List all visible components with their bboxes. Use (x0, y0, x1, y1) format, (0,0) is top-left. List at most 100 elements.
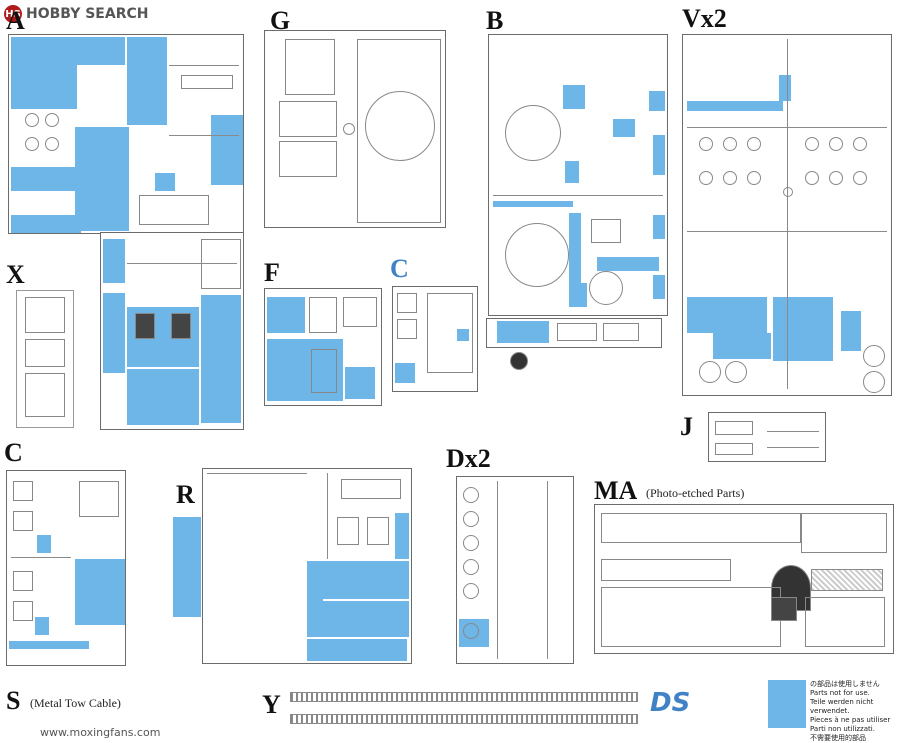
sprue-ma (594, 504, 894, 654)
road-wheel (829, 171, 843, 185)
legend-text: の部品は使用しません Parts not for use. Teile werd… (810, 680, 900, 743)
sprue-label-y: Y (262, 690, 281, 719)
part (343, 297, 377, 327)
sprue-gate (783, 187, 793, 197)
unused-part (211, 115, 243, 185)
unused-part (713, 333, 771, 359)
sprocket (699, 361, 721, 383)
runner (169, 65, 239, 66)
etched-strip (801, 513, 887, 553)
mesh-screen (811, 569, 883, 591)
legend-line: Pieces à ne pas utiliser (810, 716, 891, 724)
runner (327, 473, 328, 559)
sprue-c-small (392, 286, 478, 392)
legend-line: Parti non utilizzati. (810, 725, 875, 733)
idler-wheel (463, 487, 479, 503)
dark-part (135, 313, 155, 339)
sprue-f (264, 288, 382, 406)
round-part (45, 113, 59, 127)
sprue-r (173, 468, 412, 664)
sprue-c (6, 470, 126, 666)
part (279, 141, 337, 177)
unused-part (173, 517, 201, 617)
hobby-search-logo[interactable]: HS HOBBY SEARCH (4, 3, 148, 25)
unused-part (11, 37, 77, 109)
sprocket (863, 345, 885, 367)
sprue-x (16, 290, 74, 428)
round-part (25, 113, 39, 127)
sprue-a-lower (100, 232, 244, 430)
unused-part (9, 641, 89, 649)
unused-part (37, 535, 51, 553)
sprue-label-j: J (680, 412, 693, 441)
unused-part (565, 161, 579, 183)
runner (493, 195, 663, 196)
sprue-gate (343, 123, 355, 135)
part (715, 421, 753, 435)
road-wheel (747, 171, 761, 185)
unused-part (267, 297, 305, 333)
unused-part (653, 135, 665, 175)
unused-part (395, 363, 415, 383)
part (591, 219, 621, 243)
unused-part (395, 513, 409, 559)
sprue-ma-subtitle: (Photo-etched Parts) (646, 486, 745, 500)
idler-wheel (463, 511, 479, 527)
unused-part (75, 37, 125, 65)
etched-strip (601, 513, 801, 543)
sprue-label-ma: MA (594, 476, 638, 505)
part (13, 511, 33, 531)
unused-part (687, 101, 783, 111)
unused-part (841, 311, 861, 351)
unused-part (597, 257, 659, 271)
part-row (427, 293, 473, 373)
unused-part (497, 321, 549, 343)
part (397, 293, 417, 313)
part (13, 571, 33, 591)
track-link-run (290, 714, 638, 724)
unused-part (11, 167, 75, 191)
part (13, 601, 33, 621)
unused-part (307, 587, 323, 607)
unused-part (127, 37, 167, 125)
unused-part (569, 213, 581, 303)
part (311, 349, 337, 393)
unused-part (779, 75, 791, 101)
idler-wheel (463, 559, 479, 575)
part (367, 517, 389, 545)
part (79, 481, 119, 517)
unused-part (563, 85, 585, 109)
road-wheel (853, 171, 867, 185)
unused-part (155, 173, 175, 191)
part (397, 319, 417, 339)
unused-part (75, 127, 129, 231)
unused-part (345, 367, 375, 399)
legend-line: 不需要使用的部品 (810, 734, 866, 742)
runner (767, 447, 819, 448)
unused-part (11, 215, 81, 233)
part (25, 373, 65, 417)
sprue-label-r: R (176, 480, 195, 509)
round-part (45, 137, 59, 151)
road-wheel (805, 137, 819, 151)
hull-part (357, 39, 441, 223)
unused-part (307, 601, 409, 637)
round-part (25, 137, 39, 151)
runner (767, 431, 819, 432)
legend-line: Parts not for use. (810, 689, 870, 697)
road-wheel (805, 171, 819, 185)
watermark: www.moxingfans.com (40, 726, 161, 739)
cupola (505, 105, 561, 161)
unused-part (773, 297, 833, 361)
ds-brand-logo: DS (650, 688, 691, 718)
sprue-label-b: B (486, 6, 504, 35)
sprue-b-lower (486, 318, 662, 348)
runner (207, 473, 307, 474)
legend-swatch (768, 680, 806, 728)
unused-part (103, 293, 125, 373)
unused-part (653, 215, 665, 239)
runner (497, 481, 498, 659)
sprue-label-a: A (6, 6, 25, 35)
sprue-label-c: C (4, 438, 23, 467)
road-wheel (723, 171, 737, 185)
